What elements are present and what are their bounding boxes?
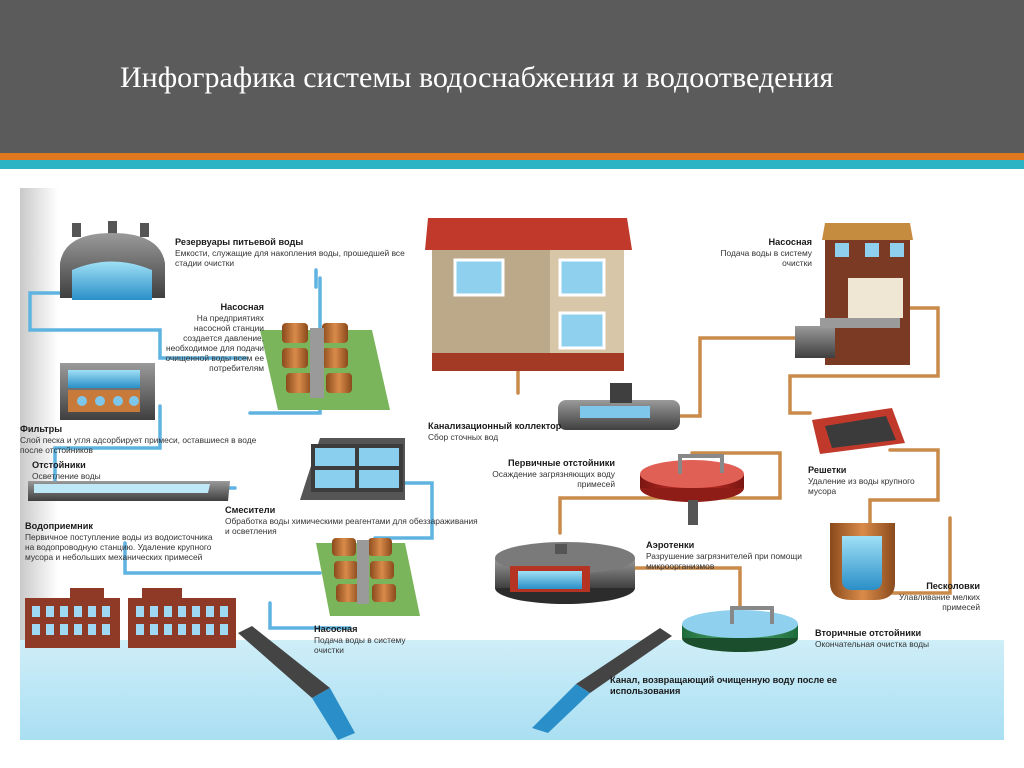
label-sandtraps: Песколовки Улавливание мелких примесей bbox=[888, 581, 980, 612]
label-intake-title: Водоприемник bbox=[25, 521, 93, 531]
label-canal: Канал, возвращающий очищенную воду после… bbox=[610, 675, 855, 697]
label-secondary-desc: Окончательная очистка воды bbox=[815, 639, 930, 649]
label-pump-treatment: Насосная Подача воды в систему очистки bbox=[314, 624, 424, 655]
pump-station-supply bbox=[260, 323, 390, 410]
infographic-drawing bbox=[25, 218, 952, 740]
label-settlers-title: Отстойники bbox=[32, 460, 86, 470]
label-reservoirs-title: Резервуары питьевой воды bbox=[175, 237, 304, 247]
header-stripe-orange bbox=[0, 153, 1024, 160]
label-intake: Водоприемник Первичное поступление воды … bbox=[25, 521, 217, 562]
water-body bbox=[20, 640, 1004, 740]
label-filters-title: Фильтры bbox=[20, 424, 63, 434]
pipe-aero-secondary bbox=[628, 566, 742, 620]
sewer-collector bbox=[558, 383, 680, 430]
label-primary-desc: Осаждение загрязняющих воду примесей bbox=[492, 469, 615, 489]
slide-title: Инфографика системы водоснабжения и водо… bbox=[120, 61, 834, 94]
sewage-pipes bbox=[516, 306, 952, 620]
pipe-sandtrap-secondary bbox=[868, 516, 952, 595]
intake-building bbox=[25, 588, 236, 648]
label-grates-title: Решетки bbox=[808, 465, 847, 475]
settler-tank bbox=[28, 481, 230, 501]
label-pump-sewage: Насосная Подача воды в систему очистки bbox=[700, 237, 812, 268]
label-pump-sewage-desc: Подача воды в систему очистки bbox=[720, 248, 812, 268]
label-aerotanks: Аэротенки Разрушение загрязнителей при п… bbox=[646, 540, 821, 571]
infographic-board: Резервуары питьевой воды Емкости, служащ… bbox=[20, 188, 1004, 740]
label-pump-supply-desc: На предприятиях насосной станции создает… bbox=[165, 313, 264, 373]
pump-station-treatment bbox=[316, 538, 420, 616]
residential-house bbox=[425, 218, 632, 371]
label-pump-supply-title: Насосная bbox=[220, 302, 264, 312]
label-canal-desc: Канал, возвращающий очищенную воду после… bbox=[610, 675, 838, 696]
pipe-grates-sandtrap bbox=[868, 448, 940, 530]
label-settlers: Отстойники Осветление воды bbox=[32, 460, 182, 481]
label-sewer: Канализационный коллектор Сбор сточных в… bbox=[428, 421, 608, 442]
mixers-unit bbox=[300, 438, 405, 500]
label-pump-sewage-title: Насосная bbox=[768, 237, 812, 247]
header-stripe-blue bbox=[0, 160, 1024, 169]
pipe-pump-house bbox=[248, 276, 322, 415]
label-secondary-title: Вторичные отстойники bbox=[815, 628, 922, 638]
aerotank bbox=[495, 542, 635, 604]
label-primary-title: Первичные отстойники bbox=[508, 458, 615, 468]
label-sewer-title: Канализационный коллектор bbox=[428, 421, 562, 431]
pipe-intake bbox=[123, 541, 322, 575]
label-grates-desc: Удаление из воды крупного мусора bbox=[808, 476, 915, 496]
label-secondary: Вторичные отстойники Окончательная очист… bbox=[815, 628, 995, 649]
pipe-pump-grates bbox=[788, 306, 940, 415]
filters-tank bbox=[60, 363, 155, 420]
label-mixers: Смесители Обработка воды химическими реа… bbox=[225, 505, 480, 536]
intake-pipe bbox=[238, 626, 355, 740]
pipe-pump-bottom bbox=[268, 601, 352, 630]
label-reservoirs: Резервуары питьевой воды Емкости, служащ… bbox=[175, 237, 405, 268]
primary-settler bbox=[640, 454, 744, 525]
pipe-collector-pump bbox=[678, 336, 797, 418]
sewage-pump-building bbox=[795, 223, 913, 365]
grates-unit bbox=[812, 408, 905, 454]
label-aerotanks-title: Аэротенки bbox=[646, 540, 695, 550]
slide-header: Инфографика системы водоснабжения и водо… bbox=[0, 0, 1024, 153]
sand-trap bbox=[830, 523, 895, 600]
pipe-mixer-pump bbox=[373, 481, 434, 540]
label-intake-desc: Первичное поступление воды из водоисточн… bbox=[25, 532, 213, 562]
secondary-settler bbox=[682, 606, 798, 652]
label-settlers-desc: Осветление воды bbox=[32, 471, 101, 481]
label-grates: Решетки Удаление из воды крупного мусора bbox=[808, 465, 928, 496]
pipe-reservoir-pump bbox=[28, 291, 248, 360]
label-aerotanks-desc: Разрушение загрязнителей при помощи микр… bbox=[646, 551, 802, 571]
label-filters: Фильтры Слой песка и угля адсорбирует пр… bbox=[20, 424, 270, 455]
label-sewer-desc: Сбор сточных вод bbox=[428, 432, 499, 442]
label-pump-supply: Насосная На предприятиях насосной станци… bbox=[160, 302, 264, 373]
label-sandtraps-title: Песколовки bbox=[926, 581, 980, 591]
label-sandtraps-desc: Улавливание мелких примесей bbox=[899, 592, 980, 612]
label-mixers-title: Смесители bbox=[225, 505, 276, 515]
canal-outlet-pipe bbox=[532, 628, 672, 733]
reservoir-tank bbox=[60, 221, 165, 300]
label-pump-treatment-desc: Подача воды в систему очистки bbox=[314, 635, 406, 655]
pipe-primary-aero bbox=[558, 451, 782, 535]
label-primary: Первичные отстойники Осаждение загрязняю… bbox=[460, 458, 615, 489]
label-filters-desc: Слой песка и угля адсорбирует примеси, о… bbox=[20, 435, 257, 455]
label-mixers-desc: Обработка воды химическими реагентами дл… bbox=[225, 516, 478, 536]
label-pump-treatment-title: Насосная bbox=[314, 624, 358, 634]
label-reservoirs-desc: Емкости, служащие для накопления воды, п… bbox=[175, 248, 405, 268]
